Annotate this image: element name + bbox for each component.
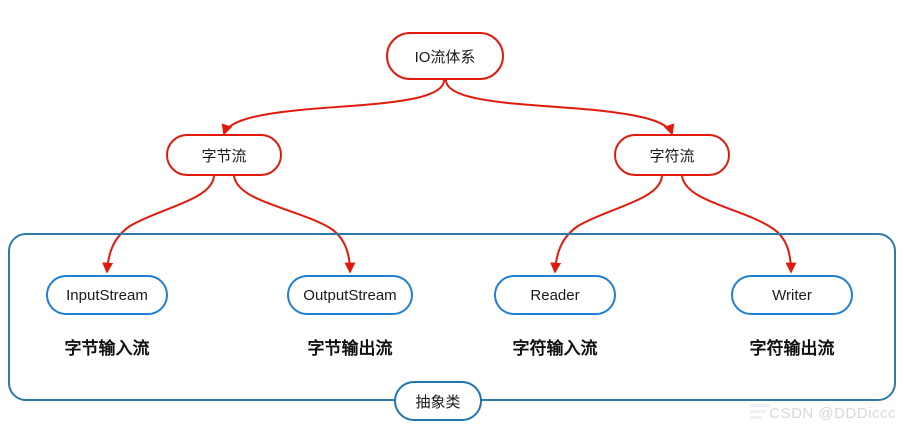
node-label: Reader [530,286,580,304]
node-label: Writer [772,286,812,304]
watermark-text: CSDN @DDDiccc [769,405,896,422]
node-label: IO流体系 [414,48,476,66]
csdn-logo-icon [750,404,770,420]
node-label: OutputStream [303,286,397,304]
node-io-stream-system[interactable]: IO流体系 [386,32,504,80]
node-inputstream[interactable]: InputStream [46,275,168,315]
node-label: 字符流 [649,147,695,165]
caption-writer: 字符输出流 [749,339,835,358]
node-reader[interactable]: Reader [494,275,616,315]
label-abstract-class[interactable]: 抽象类 [394,381,482,421]
node-label: 字节流 [201,147,247,165]
node-byte-stream[interactable]: 字节流 [166,134,282,176]
caption-inputstream: 字节输入流 [64,339,150,358]
caption-reader: 字符输入流 [512,339,598,358]
edge-root-to-char-stream [445,79,675,136]
edge-root-to-byte-stream [221,79,445,136]
node-writer[interactable]: Writer [731,275,853,315]
abstract-class-group [8,233,896,401]
caption-outputstream: 字节输出流 [307,339,393,358]
node-char-stream[interactable]: 字符流 [614,134,730,176]
node-label: 抽象类 [415,393,461,411]
node-outputstream[interactable]: OutputStream [287,275,413,315]
node-label: InputStream [66,286,148,304]
